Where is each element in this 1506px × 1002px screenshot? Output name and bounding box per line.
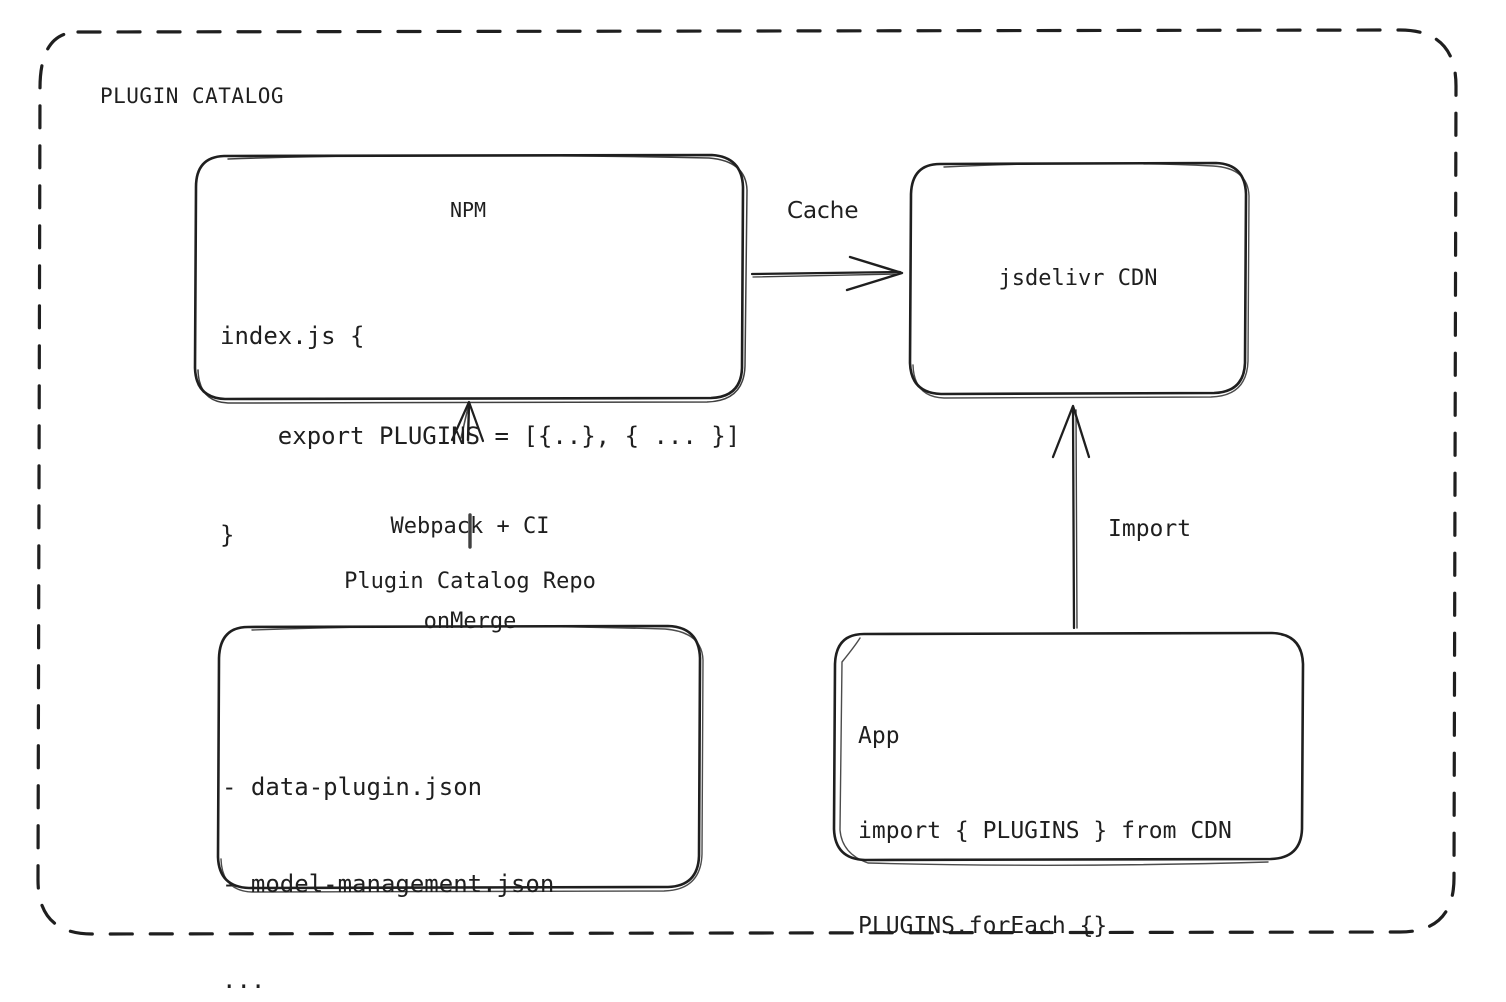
npm-code-line-3: } <box>220 520 235 549</box>
cache-edge-label: Cache <box>787 198 859 224</box>
app-code-block: App import { PLUGINS } from CDN PLUGINS.… <box>858 679 1232 984</box>
npm-code-block: index.js { export PLUGINS = [{..}, { ...… <box>220 254 740 618</box>
repo-list-item-2: - model-management.json <box>222 869 555 898</box>
npm-node-title: NPM <box>449 198 487 222</box>
repo-node-caption: Plugin Catalog Repo <box>344 569 596 594</box>
app-code-line-2: import { PLUGINS } from CDN <box>858 818 1232 844</box>
repo-list-item-1: - data-plugin.json <box>222 773 483 802</box>
app-code-line-3: PLUGINS.forEach {} <box>858 913 1108 939</box>
cache-arrow <box>750 255 904 292</box>
npm-code-line-2: export PLUGINS = [{..}, { ... }] <box>220 421 741 450</box>
import-arrow <box>1051 404 1091 630</box>
build-edge-label: Webpack + CI onMerge <box>330 447 610 702</box>
build-edge-label-line-2: onMerge <box>423 609 517 635</box>
npm-code-line-1: index.js { <box>220 322 365 351</box>
import-edge-label: Import <box>1108 516 1192 542</box>
group-title: PLUGIN CATALOG <box>100 84 285 108</box>
repo-file-list: - data-plugin.json - model-management.js… <box>222 707 554 1002</box>
cdn-node-title: jsdelivr CDN <box>998 266 1158 291</box>
app-code-line-1: App <box>858 723 900 749</box>
build-edge-label-line-1: Webpack + CI <box>390 513 550 539</box>
repo-list-item-3: ... <box>222 966 266 995</box>
